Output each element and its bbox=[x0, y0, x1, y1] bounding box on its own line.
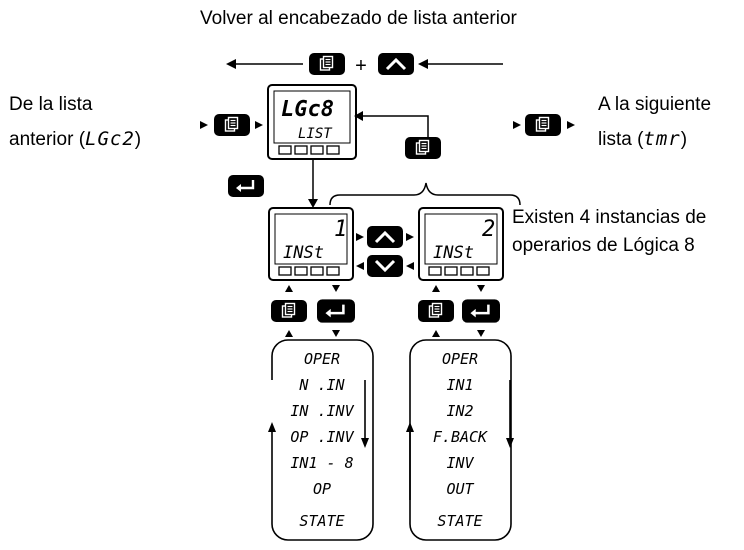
page-button-icon bbox=[418, 299, 454, 323]
params-1-panel: OPER N .IN IN .INV OP .INV IN1 - 8 OP ST… bbox=[268, 339, 374, 541]
enter-button-icon bbox=[462, 298, 500, 324]
down-arrow-out bbox=[356, 262, 364, 270]
top-display-line1: LGc8 bbox=[281, 97, 334, 122]
left-note-code: LGc2 bbox=[85, 128, 135, 150]
i1-enter-arrow-down-2 bbox=[332, 330, 340, 337]
i2-enter-arrow-down-2 bbox=[477, 330, 485, 337]
i1-enter-arrow-down bbox=[332, 285, 340, 292]
up-arrow-out bbox=[406, 233, 414, 241]
params-2-item-0: OPER bbox=[442, 350, 478, 368]
params-2-item-2: IN2 bbox=[446, 402, 473, 420]
left-note-suffix: ) bbox=[134, 129, 142, 150]
params-2-panel: OPER IN1 IN2 F.BACK INV OUT STATE bbox=[406, 339, 514, 541]
i2-page-arrow-up-2 bbox=[432, 330, 440, 337]
enter-button-icon bbox=[227, 175, 265, 197]
instance-1-display: 1 INSt bbox=[268, 207, 354, 281]
params-1-item-4: IN1 - 8 bbox=[290, 454, 353, 472]
top-display-line2: LIST bbox=[298, 126, 333, 142]
params-2-item-5: OUT bbox=[446, 480, 474, 498]
i2-enter-arrow-down bbox=[477, 285, 485, 292]
enter-arrow bbox=[308, 199, 318, 208]
instance-1-label: INSt bbox=[283, 243, 324, 263]
params-2-item-3: F.BACK bbox=[433, 428, 488, 446]
loop-back-arrow bbox=[354, 111, 363, 121]
right-note-suffix: ) bbox=[680, 129, 688, 150]
right-note-line1: A la siguiente bbox=[598, 94, 712, 115]
instances-brace bbox=[329, 182, 521, 206]
down-arrow-in bbox=[406, 262, 414, 270]
params-1-item-0: OPER bbox=[304, 350, 340, 368]
params-1-item-1: N .IN bbox=[298, 376, 345, 394]
instance-2-label: INSt bbox=[433, 243, 474, 263]
page-button-icon bbox=[309, 53, 345, 75]
i1-page-arrow-up-2 bbox=[285, 330, 293, 337]
i2-page-arrow-up bbox=[432, 285, 440, 292]
params-2-item-1: IN1 bbox=[446, 376, 473, 394]
right-note-code: tmr bbox=[643, 128, 681, 150]
page-button-icon bbox=[271, 299, 307, 323]
right-note-line2: lista (tmr) bbox=[598, 127, 687, 152]
up-arrow-in bbox=[356, 233, 364, 241]
up-button-icon bbox=[378, 53, 414, 75]
up-button-icon bbox=[367, 226, 403, 248]
instances-note-line1: Existen 4 instancias de bbox=[512, 207, 707, 228]
page-button-icon bbox=[214, 114, 250, 136]
back-arrow-head bbox=[226, 59, 236, 69]
instance-2-value: 2 bbox=[482, 217, 495, 242]
params-1-item-6: STATE bbox=[299, 512, 344, 530]
right-exit-arrow-in bbox=[513, 121, 521, 129]
down-button-icon bbox=[367, 255, 403, 277]
right-note-prefix: lista ( bbox=[598, 129, 644, 150]
back-arrow-head-right bbox=[418, 59, 428, 69]
left-entry-arrow-out bbox=[255, 121, 263, 129]
params-2-item-4: INV bbox=[446, 454, 474, 472]
instances-note-line2: operarios de Lógica 8 bbox=[512, 235, 695, 256]
instance-1-value: 1 bbox=[334, 217, 347, 242]
params-1-item-2: IN .INV bbox=[290, 402, 354, 420]
i1-page-arrow-up bbox=[285, 285, 293, 292]
header-title: Volver al encabezado de lista anterior bbox=[200, 8, 517, 29]
right-exit-arrow-out bbox=[567, 121, 575, 129]
params-2-item-6: STATE bbox=[437, 512, 482, 530]
left-note-line2: anterior (LGc2) bbox=[9, 127, 141, 152]
plus-sign: + bbox=[355, 55, 367, 77]
loop-back-line bbox=[362, 115, 429, 137]
top-controller-display: LGc8 LIST bbox=[267, 84, 357, 160]
left-note-line1: De la lista bbox=[9, 94, 93, 115]
left-note-prefix: anterior ( bbox=[9, 129, 86, 150]
params-1-item-3: OP .INV bbox=[290, 428, 354, 446]
params-1-item-5: OP bbox=[313, 480, 331, 498]
page-button-icon bbox=[405, 137, 441, 159]
page-button-icon bbox=[525, 114, 561, 136]
instance-2-display: 2 INSt bbox=[418, 207, 504, 281]
enter-button-icon bbox=[317, 298, 355, 324]
left-entry-arrow bbox=[200, 121, 208, 129]
